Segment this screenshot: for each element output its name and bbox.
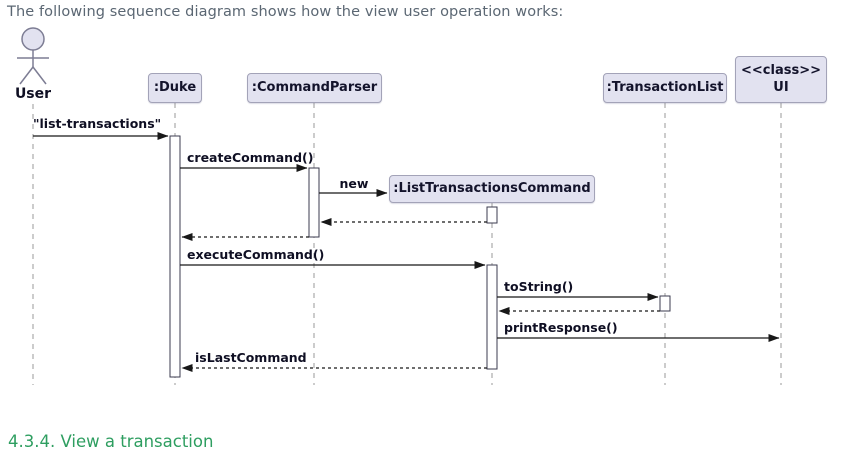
activation-transactionlist: [659, 295, 671, 312]
participant-ui: <<class>> UI: [735, 56, 827, 103]
participant-commandparser: :CommandParser: [247, 73, 382, 103]
participant-transactionlist: :TransactionList: [603, 73, 727, 103]
participant-duke-label: :Duke: [153, 79, 197, 95]
section-heading: 4.3.4. View a transaction: [8, 432, 214, 451]
lifelines: [32, 103, 782, 385]
activation-ltc-create: [486, 206, 498, 224]
message-label-create-command: createCommand(): [187, 150, 314, 165]
message-label-execute-command: executeCommand(): [187, 247, 325, 262]
activation-ltc-execute: [486, 264, 498, 370]
message-arrows: [33, 132, 780, 372]
message-label-is-last-command: isLastCommand: [195, 350, 307, 365]
stick-figure-actor-icon: [17, 27, 49, 85]
message-label-to-string: toString(): [504, 279, 574, 294]
participant-ui-stereotype: <<class>>: [741, 63, 821, 79]
activation-commandparser: [308, 167, 320, 238]
message-label-print-response: printResponse(): [504, 320, 618, 335]
participant-listtransactionscommand-label: :ListTransactionsCommand: [393, 180, 591, 196]
message-label-new: new: [339, 176, 369, 191]
participant-duke: :Duke: [148, 73, 202, 103]
intro-text: The following sequence diagram shows how…: [7, 4, 564, 20]
participant-commandparser-label: :CommandParser: [251, 79, 378, 95]
participant-transactionlist-label: :TransactionList: [606, 79, 724, 95]
participant-ui-label: UI: [773, 79, 789, 95]
actor-label-user: User: [14, 86, 52, 102]
activation-duke: [169, 135, 181, 378]
participant-listtransactionscommand: :ListTransactionsCommand: [389, 175, 595, 203]
message-label-list-transactions: "list-transactions": [33, 116, 162, 131]
activation-bars: [169, 135, 671, 378]
